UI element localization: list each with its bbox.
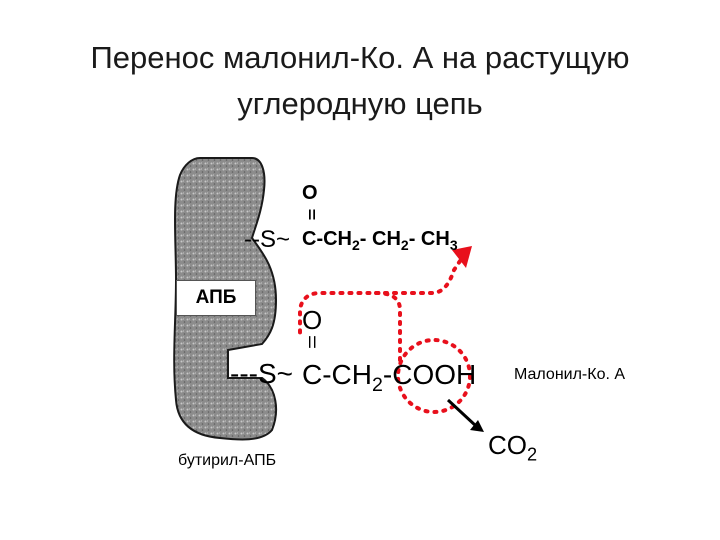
co2-main: CO [488,430,527,460]
page-title-line-1: Перенос малонил-Ко. А на растущую [90,40,630,75]
lower-cooh: -COOH [382,359,477,390]
malonyl-coa-label: Малонил-Ко. А [514,366,626,383]
upper-carbonyl-c: C [302,228,317,250]
upper-double-bond: = [302,208,321,221]
co2-product: CO2 [488,430,538,465]
cooh-highlight-circle [396,338,472,414]
page-title-line-2: углеродную цепь [237,86,483,121]
lower-carbonyl-c: C [302,359,323,390]
lower-chain-formula: C-CH2-COOH [302,359,477,395]
lower-thioester: ---S~ [230,358,293,389]
transfer-arrow-path [298,291,402,362]
upper-ch2-a: -CH [316,228,352,250]
upper-ch3: - CH [408,228,450,250]
lower-ch2-subscript: 2 [372,373,383,396]
upper-chain-formula: C-CH2- CH2- CH3 [302,228,458,253]
upper-ch3-subscript: 3 [449,236,458,253]
upper-oxygen: O [302,182,318,204]
butyryl-acp-label: бутирил-АПБ [178,452,277,469]
lower-oxygen: O [302,305,323,335]
co2-subscript: 2 [527,444,538,465]
enzyme-label: АПБ [176,280,256,316]
lower-double-bond: = [300,334,323,350]
transfer-arrow-path-upper [374,256,464,295]
upper-ch2-b-subscript: 2 [400,236,409,253]
upper-thioester: --S~ [244,226,291,253]
upper-ch2-a-subscript: 2 [352,236,360,253]
transfer-arrowhead [452,246,472,268]
decarboxylation-arrowhead [470,420,484,432]
upper-ch2-b: - CH [359,228,401,250]
lower-ch2: -CH [322,359,372,390]
decarboxylation-arrow [446,398,478,428]
